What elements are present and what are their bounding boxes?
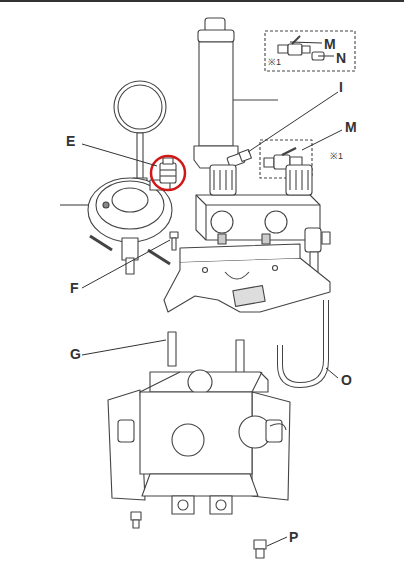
callout-letter: G [70, 347, 81, 361]
callout-letter: M [324, 37, 336, 51]
pressure-gauge [114, 81, 166, 186]
callout-letter: E [66, 134, 75, 148]
standoff-g [168, 332, 244, 374]
filter-housing [194, 18, 278, 168]
header-rule [0, 0, 404, 2]
diaphragm-pump [108, 370, 290, 514]
note-mark: ※1 [330, 152, 343, 161]
mounting-bracket [164, 244, 330, 312]
callout-letter: F [70, 281, 79, 295]
callout-letter: O [341, 373, 352, 387]
ball-valve-small [278, 36, 324, 60]
bolt-f [170, 232, 178, 250]
highlight-circle [151, 156, 185, 190]
tube-o [280, 300, 326, 385]
fitting-p [131, 512, 266, 558]
note-mark: ※1 [268, 58, 281, 67]
option-box [265, 31, 355, 71]
tube-o [280, 300, 326, 385]
callout-letter: I [339, 80, 343, 94]
fluid-regulator [88, 178, 172, 274]
fitting-e [160, 158, 176, 183]
callout-letter: P [289, 530, 298, 544]
leader-lines [60, 42, 342, 546]
callout-letter: N [336, 51, 346, 65]
callout-letter: M [345, 120, 357, 134]
